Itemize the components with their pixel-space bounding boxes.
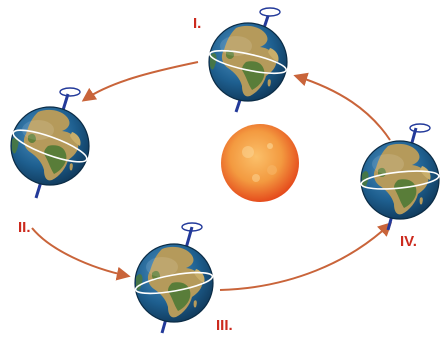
rotation-arrow-icon	[410, 124, 430, 132]
earth-globe-icon	[135, 244, 213, 322]
orbit-arrow-iii-to-iv	[220, 224, 390, 290]
earth-position-ii	[10, 88, 89, 198]
earth-globe-icon	[11, 107, 89, 185]
label-position-iii: III.	[216, 317, 233, 334]
label-position-iv: IV.	[400, 233, 417, 250]
rotation-arrow-icon	[60, 88, 80, 96]
label-position-ii: II.	[18, 219, 31, 236]
earth-globe-icon	[361, 141, 439, 219]
orbit-arrow-ii-to-iii	[32, 228, 128, 276]
rotation-arrow-icon	[260, 8, 280, 16]
orbit-arrow-i-to-ii	[84, 62, 198, 100]
sun-icon	[221, 124, 299, 202]
label-position-i: I.	[193, 15, 201, 32]
earth-position-i	[208, 8, 288, 112]
earth-position-iv	[360, 124, 439, 230]
earth-position-iii	[134, 223, 214, 333]
orbit-arrow-iv-to-i	[296, 76, 390, 140]
